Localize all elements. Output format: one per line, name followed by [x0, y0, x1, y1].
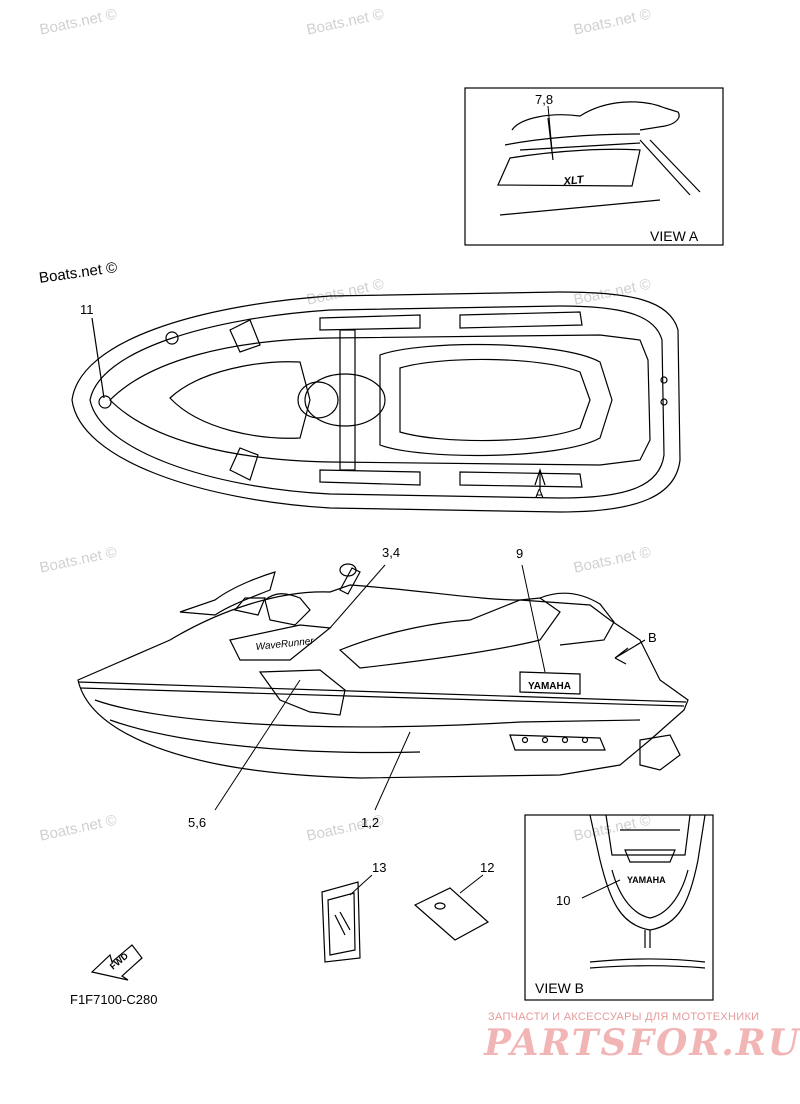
part-12-decal: [413, 887, 490, 941]
callout-13: 13: [372, 860, 387, 875]
view-a-frame: [464, 87, 724, 246]
callout-9: 9: [516, 546, 524, 561]
callout-1-2: 1,2: [361, 815, 380, 830]
view-b-frame: [524, 814, 714, 1001]
view-b-bow-drawing: [589, 814, 706, 969]
view-b-label: VIEW B: [535, 980, 585, 996]
diagram-code: F1F7100-C280: [70, 992, 158, 1007]
callout-10: 10: [556, 893, 571, 908]
side-view-hull: [77, 563, 689, 779]
yamaha-side-decal: YAMAHA: [528, 681, 571, 692]
fwd-arrow: [90, 944, 143, 981]
waverunner-decal: WaveRunner: [255, 636, 315, 653]
top-view-hull: [71, 291, 681, 513]
callout-5-6: 5,6: [188, 815, 207, 830]
yamaha-viewb-decal: YAMAHA: [627, 875, 666, 885]
callout-3-4: 3,4: [382, 545, 401, 560]
part-13-manual-holder: [321, 881, 361, 963]
callout-11: 11: [80, 302, 94, 317]
fwd-label: FWD: [108, 950, 131, 971]
view-a-seat-drawing: [497, 101, 701, 216]
callout-7-8: 7,8: [535, 92, 554, 107]
brand-logo: PARTSFOR.RU: [484, 1022, 800, 1064]
view-a-label: VIEW A: [650, 228, 699, 244]
callout-a: A: [535, 486, 544, 501]
xlt-decal: XLT: [562, 174, 585, 188]
callout-b: B: [648, 630, 657, 645]
leader-lines: [214, 105, 621, 899]
callout-12: 12: [480, 860, 495, 875]
brand-tagline: ЗАПЧАСТИ И АКСЕССУАРЫ ДЛЯ МОТОТЕХНИКИ: [488, 1011, 760, 1023]
